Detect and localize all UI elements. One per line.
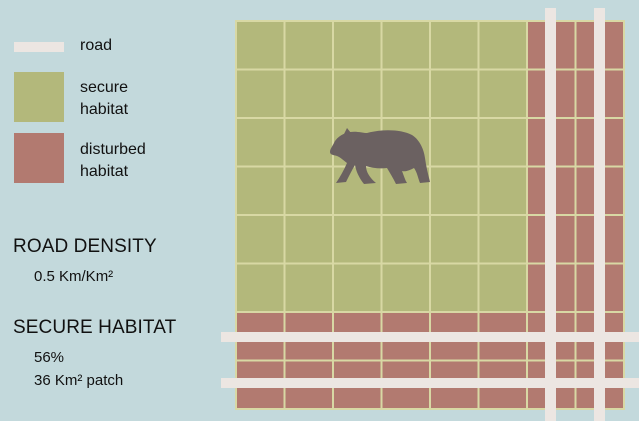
secure-habitat-cell	[431, 119, 478, 166]
road-horizontal-1	[221, 332, 639, 342]
legend-disturbed-swatch	[14, 133, 64, 183]
secure-habitat-cell	[285, 119, 332, 166]
legend-secure-label: secure habitat	[80, 79, 129, 118]
legend-secure-swatch	[14, 72, 64, 122]
secure-habitat-cell	[382, 70, 429, 117]
secure-habitat-cell	[382, 264, 429, 311]
secure-habitat-cell	[237, 22, 284, 69]
secure-habitat-cell	[237, 167, 284, 214]
secure-habitat-cell	[382, 216, 429, 263]
road-vertical-2	[594, 8, 605, 421]
secure-habitat-cell	[431, 264, 478, 311]
secure-habitat-cell	[431, 70, 478, 117]
road-horizontal-2	[221, 378, 639, 388]
secure-habitat-cell	[479, 119, 526, 166]
secure-habitat-cell	[237, 119, 284, 166]
secure-habitat-cell	[285, 167, 332, 214]
legend-disturbed-label: disturbed habitat	[80, 141, 146, 180]
secure-habitat-cell	[334, 22, 381, 69]
secure-habitat-cell	[431, 216, 478, 263]
secure-habitat-cell	[285, 70, 332, 117]
secure-habitat-cell	[479, 264, 526, 311]
secure-habitat-cell	[382, 22, 429, 69]
legend-road-swatch	[14, 42, 64, 52]
secure-habitat-cell	[334, 70, 381, 117]
secure-habitat-cell	[285, 216, 332, 263]
road-density-value: 0.5 Km/Km²	[34, 268, 114, 285]
road-vertical-1	[545, 8, 556, 421]
secure-habitat-cell	[431, 22, 478, 69]
secure-habitat-cell	[237, 264, 284, 311]
secure-habitat-patch: 36 Km² patch	[34, 372, 124, 389]
secure-habitat-cell	[479, 70, 526, 117]
secure-habitat-cell	[237, 216, 284, 263]
secure-habitat-cell	[431, 167, 478, 214]
secure-habitat-cell	[285, 22, 332, 69]
secure-habitat-cell	[334, 167, 381, 214]
bear-icon	[330, 128, 430, 184]
grid-cells	[235, 20, 625, 410]
secure-habitat-percent: 56%	[34, 349, 65, 366]
secure-habitat-cell	[334, 216, 381, 263]
legend-road-label: road	[80, 37, 113, 54]
road-density-heading: ROAD DENSITY	[13, 236, 157, 257]
secure-habitat-cell	[479, 22, 526, 69]
secure-habitat-cell	[285, 264, 332, 311]
secure-habitat-cell	[479, 216, 526, 263]
roads	[221, 8, 639, 421]
secure-habitat-cell	[237, 70, 284, 117]
secure-habitat-heading: SECURE HABITAT	[13, 317, 177, 338]
secure-habitat-cell	[334, 264, 381, 311]
secure-habitat-cell	[479, 167, 526, 214]
